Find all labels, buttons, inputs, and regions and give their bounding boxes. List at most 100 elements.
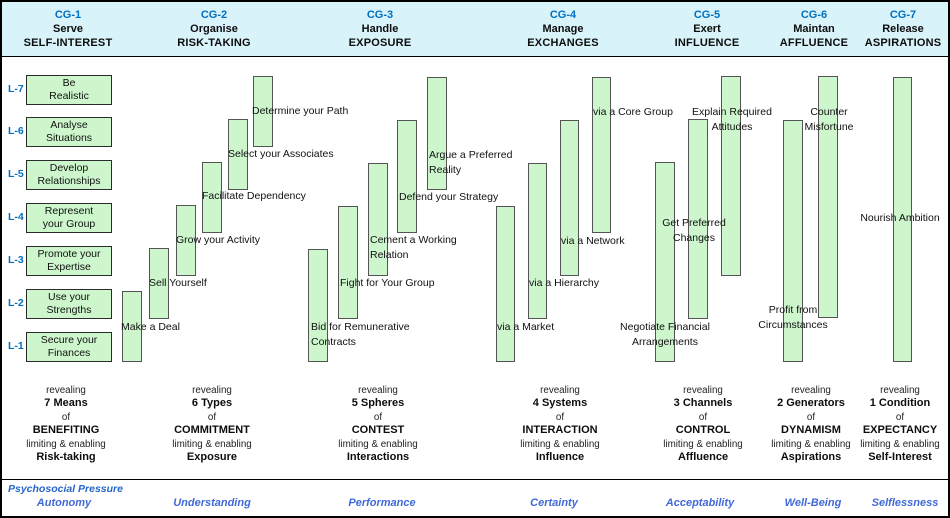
bar-determine-your-path: [253, 76, 273, 147]
summary-line: revealing: [192, 385, 232, 396]
level-box-line: Be: [62, 77, 76, 89]
level-box-line: Analyse: [50, 119, 88, 131]
bar-grow-your-activity: [176, 205, 196, 276]
column-id: CG-3: [366, 9, 394, 21]
column-verb: Manage: [542, 23, 584, 35]
bar-label-line: Sell Yourself: [149, 277, 207, 289]
bar-label-line: Determine your Path: [252, 105, 349, 117]
bar-label-line: Changes: [672, 232, 716, 244]
bar-profit-from-circumstances: [783, 120, 803, 362]
summary-line: CONTEST: [351, 424, 405, 437]
footer-word-selflessness: Selflessness: [871, 497, 939, 509]
bar-counter-misfortune: [818, 76, 838, 318]
bar-nourish-ambition: [893, 77, 912, 362]
level-label-l-7: L-7: [8, 83, 24, 95]
column-noun: AFFLUENCE: [779, 37, 849, 49]
bar-label: Facilitate Dependency: [202, 189, 306, 204]
column-verb: Release: [882, 23, 924, 35]
bar-label-line: Profit from: [768, 304, 818, 316]
bar-via-a-network: [560, 120, 579, 276]
level-box-line: your Group: [42, 218, 96, 230]
summary-line: revealing: [683, 385, 723, 396]
bar-label-line: Fight for Your Group: [340, 277, 435, 289]
level-box-line: Represent: [44, 205, 94, 217]
column-noun: RISK-TAKING: [177, 37, 251, 49]
level-box-line: Expertise: [47, 261, 91, 273]
bar-label-line: Reality: [429, 164, 462, 176]
column-verb: Serve: [53, 23, 83, 35]
summary-line: revealing: [880, 385, 920, 396]
summary-line: limiting & enabling: [338, 438, 418, 450]
summary-line: of: [207, 411, 217, 423]
level-label-l-6: L-6: [8, 125, 24, 137]
level-box-line: Relationships: [37, 175, 101, 187]
summary-line: Exposure: [186, 451, 238, 464]
level-label-l-5: L-5: [8, 168, 24, 180]
summary-line: revealing: [358, 385, 398, 396]
summary-line: of: [806, 411, 816, 423]
summary-line: limiting & enabling: [520, 438, 600, 450]
column-id: CG-5: [693, 9, 721, 21]
bar-defend-your-strategy: [397, 120, 417, 233]
summary-line: revealing: [540, 385, 580, 396]
column-verb: Exert: [693, 23, 721, 35]
summary-line: limiting & enabling: [663, 438, 743, 450]
bar-label-line: Explain Required: [692, 106, 772, 118]
summary-line: BENEFITING: [32, 424, 100, 437]
summary-line: 2 Generators: [777, 397, 845, 410]
summary-line: INTERACTION: [522, 424, 598, 437]
bar-label-line: via a Hierarchy: [529, 277, 600, 289]
level-box-line: Situations: [45, 132, 93, 144]
bar-label: via a Hierarchy: [529, 276, 599, 291]
summary-line: revealing: [791, 385, 831, 396]
column-verb: Handle: [361, 23, 399, 35]
summary-line: 7 Means: [44, 397, 88, 410]
bar-label-line: Get Preferred: [662, 217, 726, 229]
bar-via-a-hierarchy: [528, 163, 547, 319]
level-box-line: Strengths: [46, 304, 92, 316]
column-noun: INFLUENCE: [674, 37, 740, 49]
column-noun: SELF-INTEREST: [23, 37, 113, 49]
column-id: CG-4: [549, 9, 577, 21]
bar-label-line: Select your Associates: [228, 148, 334, 160]
column-id: CG-2: [200, 9, 228, 21]
column-id: CG-7: [889, 9, 917, 21]
bar-label-line: Argue a Preferred: [429, 149, 513, 161]
bar-label-line: Grow your Activity: [176, 234, 261, 246]
bar-label: Select your Associates: [228, 147, 334, 162]
footer-word-understanding: Understanding: [173, 497, 251, 509]
footer-word-certainty: Certainty: [530, 497, 578, 509]
summary-line: Risk-taking: [36, 451, 96, 464]
bar-label-line: via a Core Group: [593, 106, 673, 118]
bar-make-a-deal: [122, 291, 142, 362]
summary-line: 5 Spheres: [351, 397, 405, 410]
bar-label: Nourish Ambition: [790, 211, 948, 226]
bar-label-line: Defend your Strategy: [399, 191, 499, 203]
summary-line: revealing: [46, 385, 86, 396]
summary-line: 6 Types: [191, 397, 233, 410]
bar-label: Determine your Path: [252, 104, 348, 119]
bar-label: via a Network: [561, 234, 625, 249]
bar-label-line: Relation: [370, 249, 409, 261]
bar-label: Defend your Strategy: [399, 190, 498, 205]
summary-line: limiting & enabling: [172, 438, 252, 450]
